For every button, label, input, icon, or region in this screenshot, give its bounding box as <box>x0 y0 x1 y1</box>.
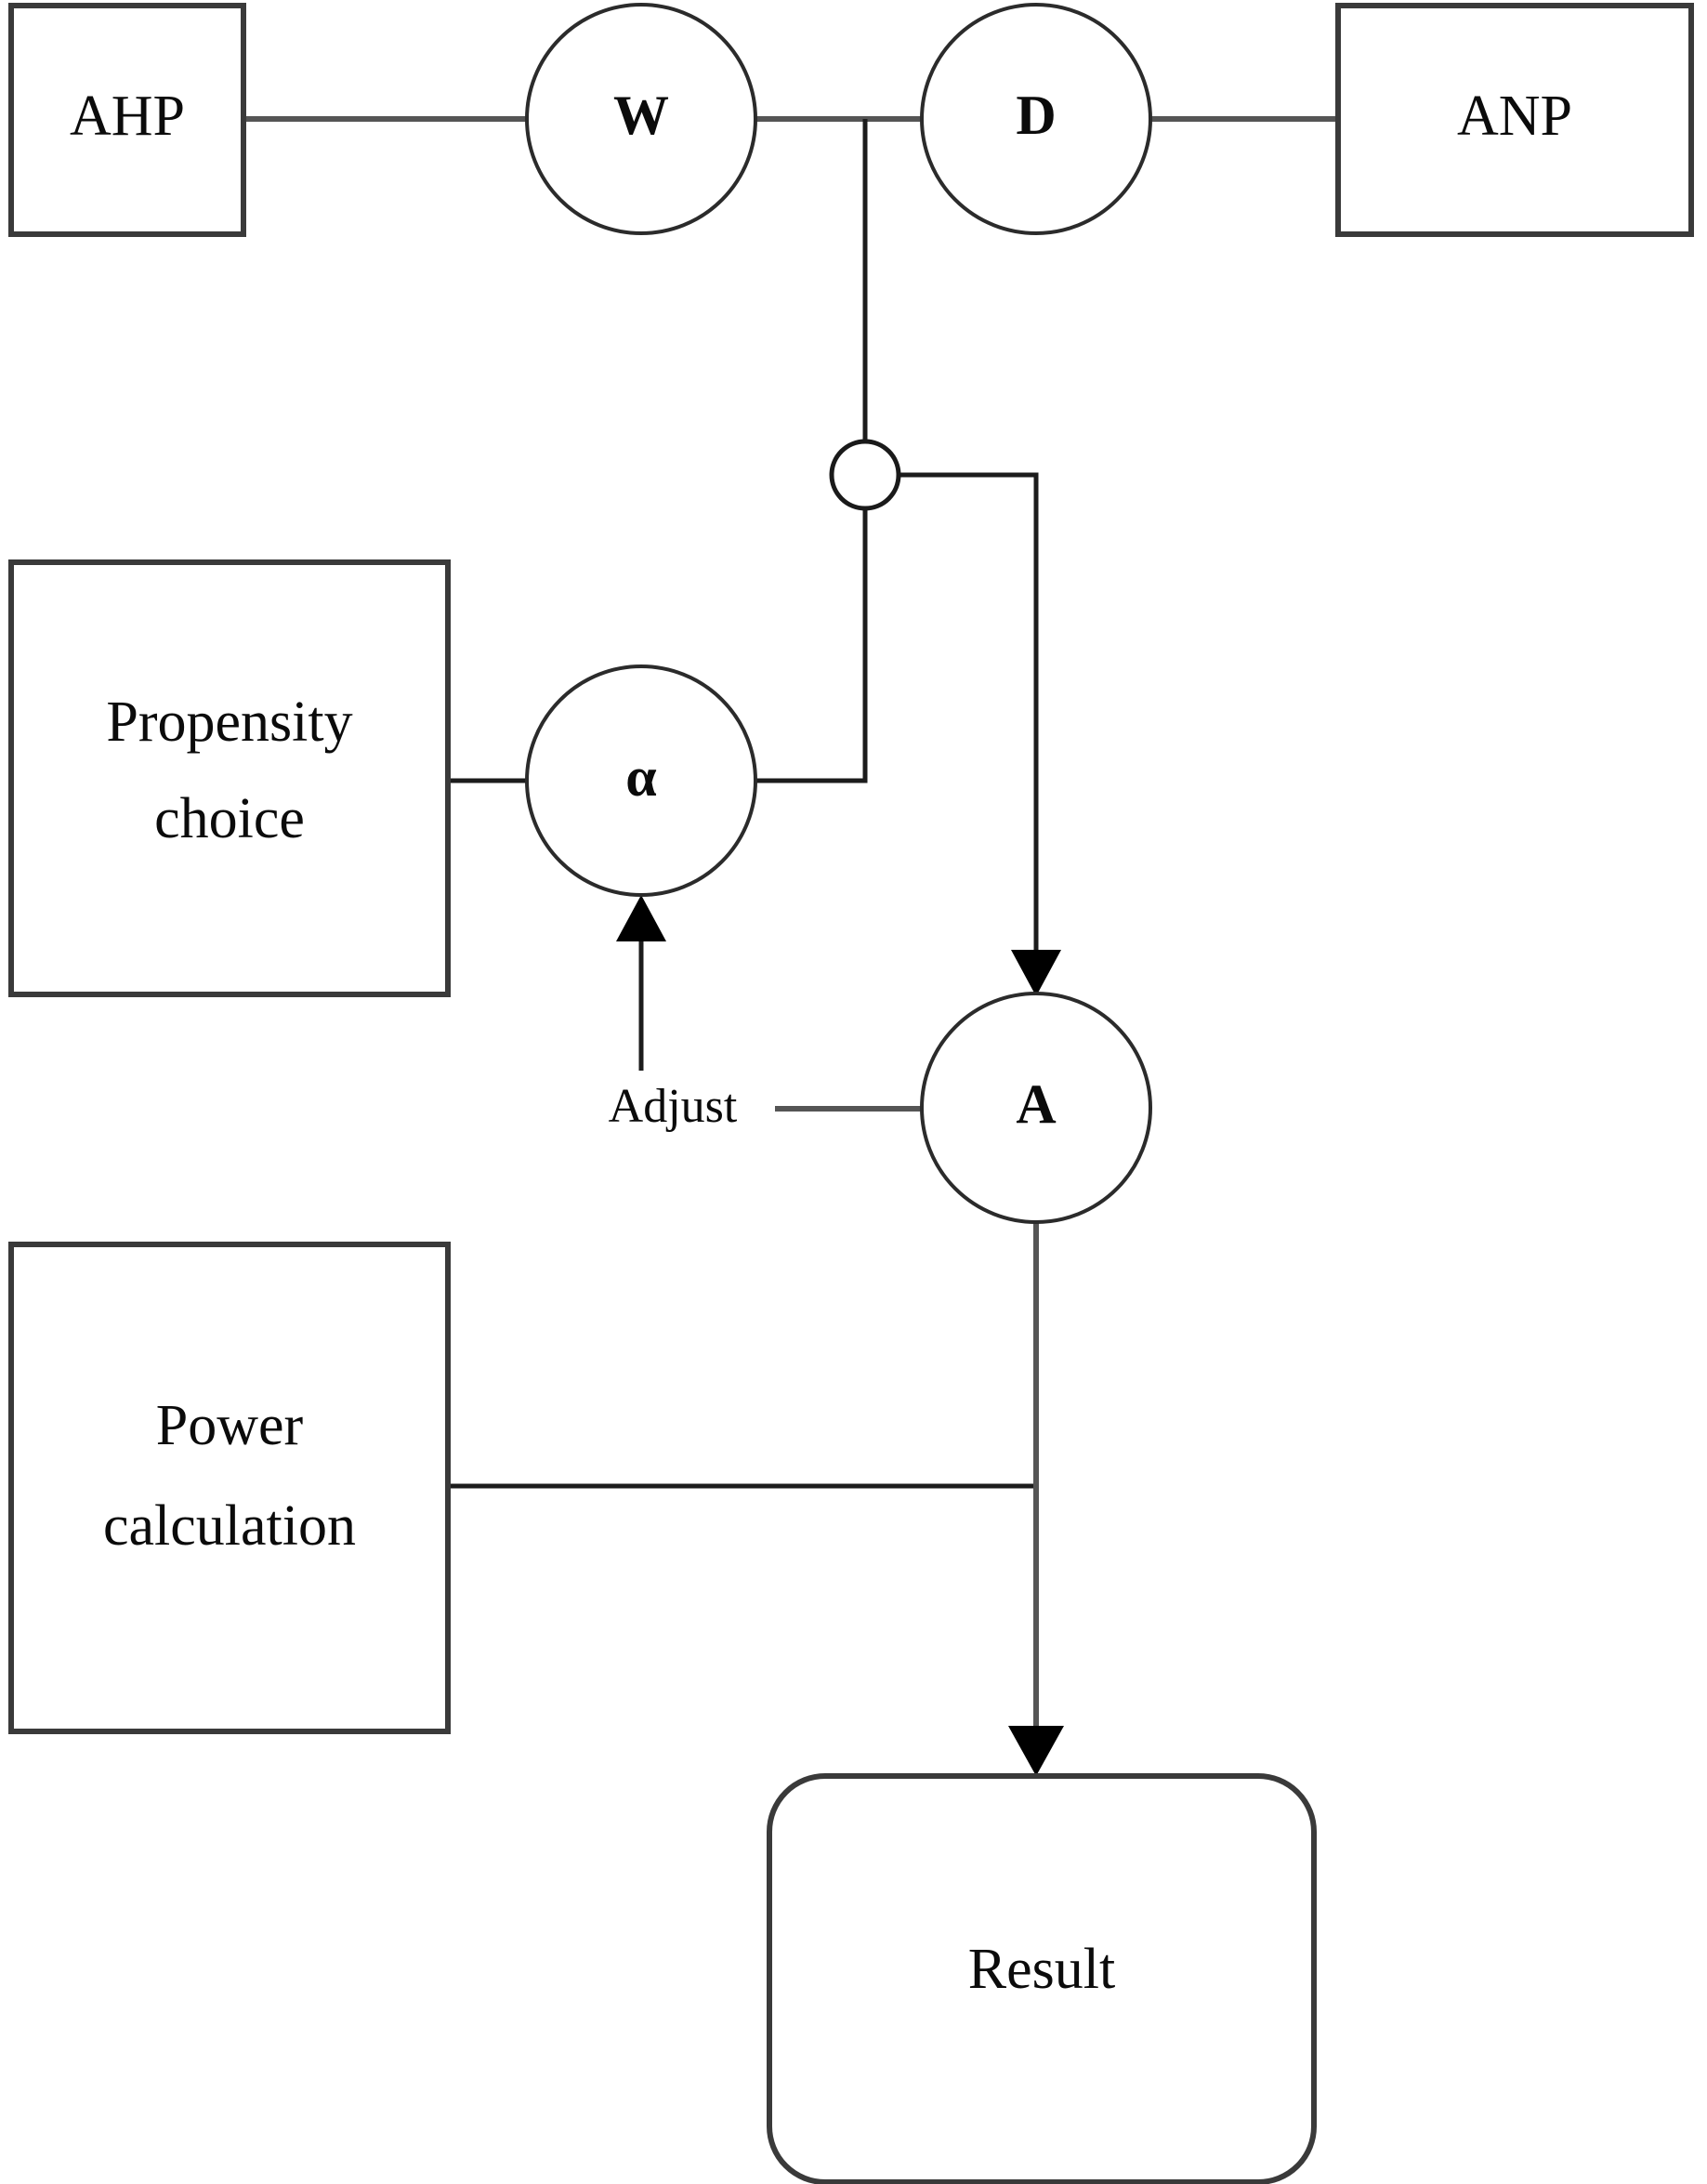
power-calculation-box-shape <box>8 1242 451 1734</box>
alpha-circle-shape <box>525 664 757 897</box>
arrow-head-junction-to-a <box>1011 950 1061 996</box>
power-calculation-label-line1: Power <box>156 1394 304 1457</box>
result-label: Result <box>968 1938 1115 2001</box>
power-calculation-label-line2: calculation <box>103 1494 356 1558</box>
node-alpha[interactable]: α <box>525 664 757 897</box>
w-label: W <box>613 85 669 146</box>
adjust-label-backdrop <box>569 1076 775 1143</box>
node-w[interactable]: W <box>525 3 757 235</box>
edge-junction-to-alpha <box>755 508 868 783</box>
d-circle-shape <box>920 3 1152 235</box>
node-anp[interactable]: ANP <box>1335 3 1694 237</box>
ahp-label: AHP <box>70 85 185 148</box>
node-d[interactable]: D <box>920 3 1152 235</box>
arrow-head-a-to-result <box>1008 1726 1064 1776</box>
node-propensity-choice[interactable]: Propensity choice <box>8 559 451 997</box>
ahp-box-shape <box>8 3 246 237</box>
anp-label: ANP <box>1457 85 1572 148</box>
propensity-choice-label-line1: Propensity <box>106 691 352 754</box>
w-circle-shape <box>525 3 757 235</box>
a-circle-shape <box>920 992 1152 1224</box>
node-ahp[interactable]: AHP <box>8 3 246 237</box>
edge-label-adjust: Adjust <box>569 1076 775 1143</box>
adjust-label: Adjust <box>609 1080 738 1133</box>
a-label: A <box>1016 1073 1056 1135</box>
propensity-choice-box-shape <box>8 559 451 997</box>
node-result[interactable]: Result <box>767 1773 1317 2184</box>
node-a[interactable]: A <box>920 992 1152 1224</box>
d-label: D <box>1016 85 1056 146</box>
result-box-shape <box>767 1773 1317 2184</box>
node-junction[interactable] <box>829 439 901 511</box>
junction-circle-shape <box>829 439 901 511</box>
propensity-choice-label-line2: choice <box>154 787 305 850</box>
edge-junction-to-a <box>899 472 1039 971</box>
anp-box-shape <box>1335 3 1694 237</box>
arrow-head-adjust-to-alpha <box>616 895 666 941</box>
alpha-label: α <box>625 746 657 808</box>
node-power-calculation[interactable]: Power calculation <box>8 1242 451 1734</box>
